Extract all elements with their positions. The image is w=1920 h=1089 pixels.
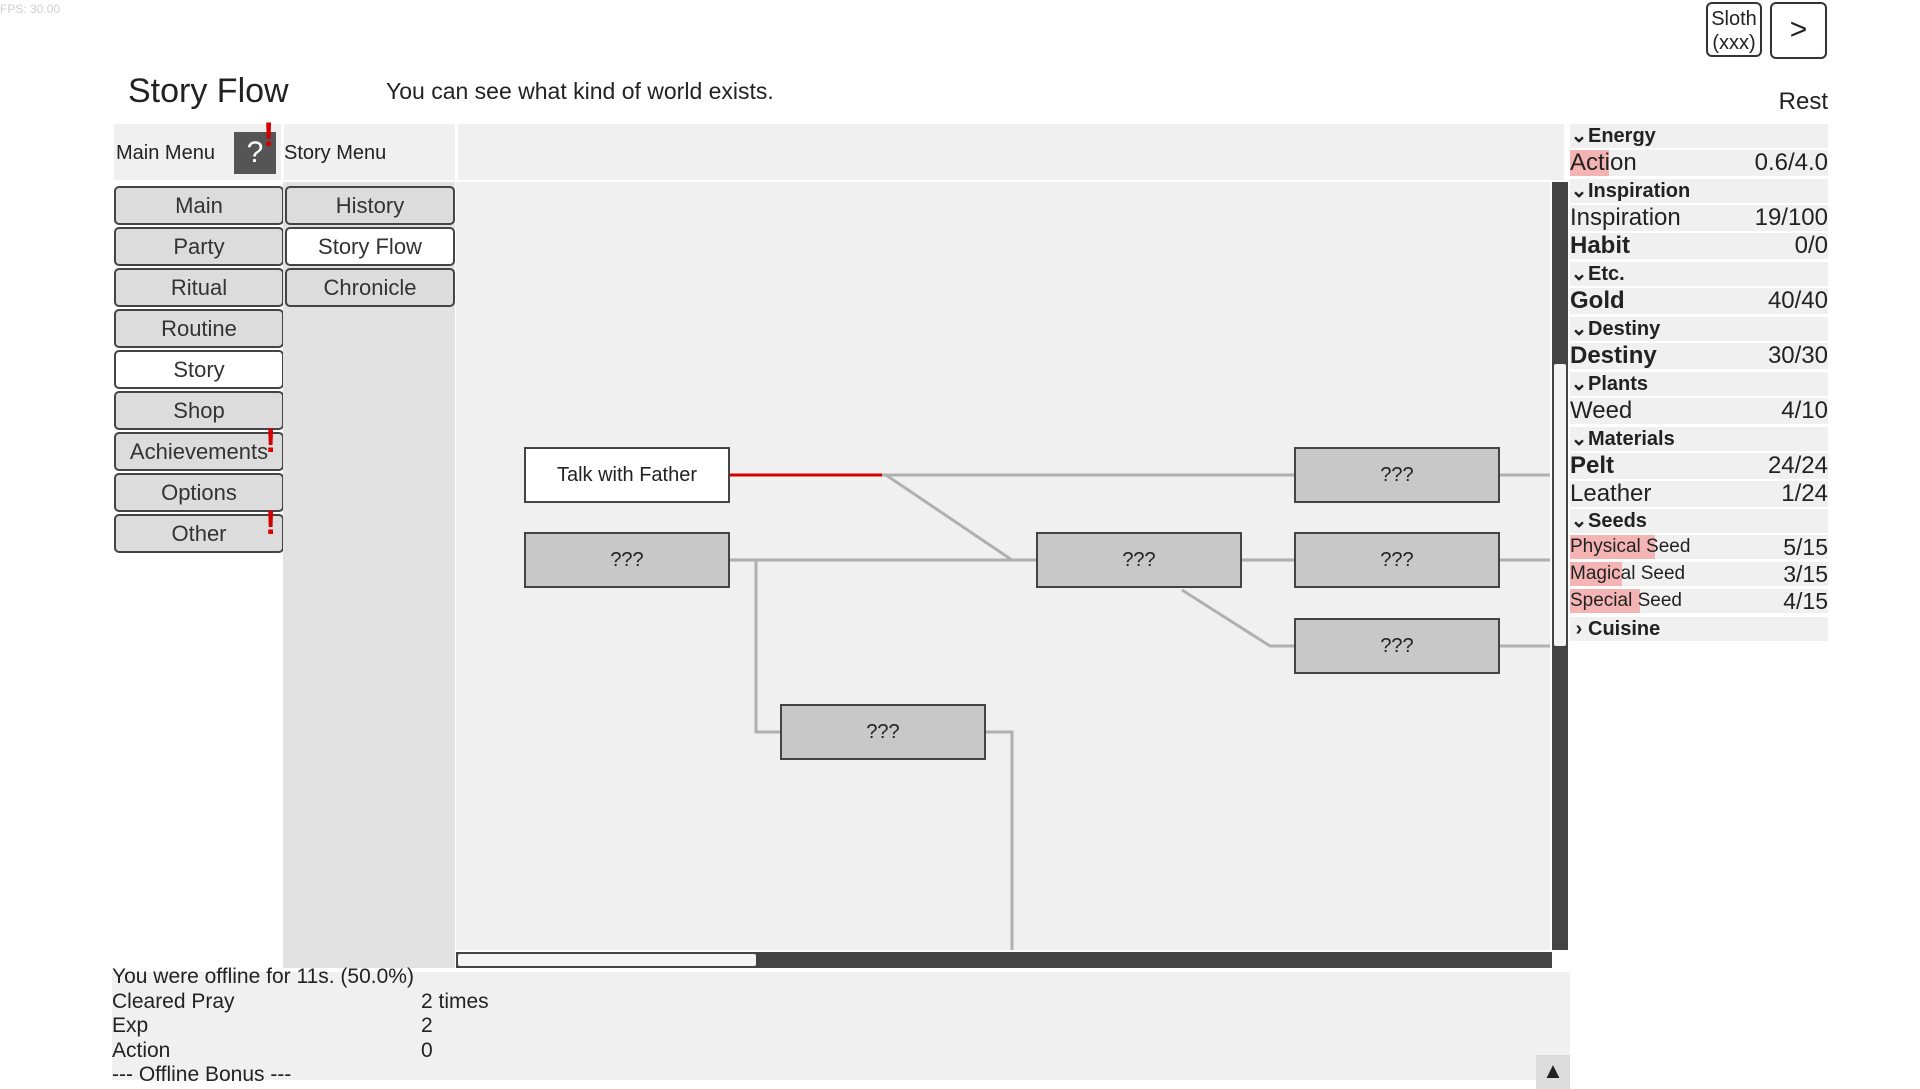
- resource-group-energy[interactable]: ⌄Energy: [1570, 124, 1828, 148]
- resource-group-cuisine[interactable]: ›Cuisine: [1570, 617, 1828, 641]
- resource-group-seeds[interactable]: ⌄Seeds: [1570, 509, 1828, 533]
- chevron-down-icon: ⌄: [1570, 510, 1588, 532]
- flow-node-unknown[interactable]: ???: [1294, 532, 1500, 588]
- flow-node-unknown[interactable]: ???: [524, 532, 730, 588]
- connector-line: [754, 560, 782, 734]
- chevron-right-icon: ›: [1575, 618, 1583, 640]
- log-line-value: 0: [421, 1039, 433, 1062]
- log-line-label: Exp: [112, 1014, 149, 1037]
- resource-group-inspiration[interactable]: ⌄Inspiration: [1570, 179, 1828, 203]
- connector-line: [984, 730, 1014, 950]
- log-line: You were offline for 11s. (50.0%): [112, 965, 414, 988]
- story-flow-graph[interactable]: Talk with Father ??? ??? ??? ??? ??? ???: [456, 182, 1550, 950]
- menu-achievements-button[interactable]: Achievements: [114, 432, 284, 471]
- flow-node-unknown[interactable]: ???: [780, 704, 986, 760]
- help-alert-mark: !: [263, 116, 275, 154]
- chevron-down-icon: ⌄: [1570, 318, 1588, 340]
- flow-node-unknown[interactable]: ???: [1036, 532, 1242, 588]
- menu-options-button[interactable]: Options: [114, 473, 284, 512]
- resource-weed: Weed 4/10: [1570, 397, 1828, 424]
- resource-special-seed: Special Seed 4/15: [1570, 588, 1828, 614]
- sloth-label: Sloth: [1711, 8, 1757, 30]
- flow-node-talk-with-father[interactable]: Talk with Father: [524, 447, 730, 503]
- flow-node-unknown[interactable]: ???: [1294, 447, 1500, 503]
- achievements-alert-mark: !: [265, 422, 277, 460]
- menu-routine-button[interactable]: Routine: [114, 309, 284, 348]
- menu-story-button[interactable]: Story: [114, 350, 284, 389]
- resource-inspiration: Inspiration 19/100: [1570, 204, 1828, 231]
- story-flow-button[interactable]: Story Flow: [285, 227, 455, 266]
- resource-pelt: Pelt 24/24: [1570, 452, 1828, 479]
- flow-node-unknown[interactable]: ???: [1294, 618, 1500, 674]
- resource-action-bar: [1570, 150, 1609, 176]
- chevron-down-icon: ⌄: [1570, 373, 1588, 395]
- next-button[interactable]: >: [1770, 2, 1827, 59]
- sloth-sub-label: (xxx): [1712, 32, 1756, 54]
- flow-connectors: [728, 473, 1550, 950]
- story-menu-label: Story Menu: [284, 142, 387, 164]
- help-button[interactable]: ?: [234, 132, 276, 174]
- resource-leather: Leather 1/24: [1570, 480, 1828, 507]
- log-line: --- Offline Bonus ---: [112, 1063, 292, 1086]
- menu-header-row: [114, 124, 1564, 180]
- menu-ritual-button[interactable]: Ritual: [114, 268, 284, 307]
- graph-horizontal-scroll-thumb[interactable]: [458, 954, 756, 966]
- offline-log-panel: [112, 972, 1570, 1080]
- sloth-button[interactable]: Sloth (xxx): [1706, 2, 1762, 57]
- log-line-value: 2 times: [421, 990, 489, 1013]
- menu-main-button[interactable]: Main: [114, 186, 284, 225]
- connector-line: [1181, 588, 1296, 648]
- resource-magical-seed-bar: [1570, 562, 1622, 586]
- page-title: Story Flow: [128, 72, 289, 110]
- resource-group-destiny[interactable]: ⌄Destiny: [1570, 317, 1828, 341]
- page-description: You can see what kind of world exists.: [386, 78, 774, 104]
- resource-destiny: Destiny 30/30: [1570, 342, 1828, 369]
- chevron-down-icon: ⌄: [1570, 125, 1588, 147]
- resource-special-seed-bar: [1570, 589, 1640, 613]
- log-line-label: Cleared Pray: [112, 990, 235, 1013]
- story-chronicle-button[interactable]: Chronicle: [285, 268, 455, 307]
- resource-group-etc[interactable]: ⌄Etc.: [1570, 262, 1828, 286]
- chevron-down-icon: ⌄: [1570, 263, 1588, 285]
- log-line-value: 2: [421, 1014, 433, 1037]
- rest-button[interactable]: Rest: [1778, 88, 1828, 115]
- resource-habit: Habit 0/0: [1570, 232, 1828, 259]
- fps-counter: FPS: 30.00: [0, 2, 61, 16]
- triangle-up-icon: ▲: [1542, 1058, 1564, 1083]
- menu-other-button[interactable]: Other: [114, 514, 284, 553]
- chevron-down-icon: ⌄: [1570, 180, 1588, 202]
- resource-physical-seed: Physical Seed 5/15: [1570, 534, 1828, 560]
- expand-log-button[interactable]: ▲: [1536, 1055, 1570, 1089]
- story-menu-panel: [283, 182, 455, 968]
- resource-physical-seed-bar: [1570, 535, 1656, 559]
- header-divider: [281, 124, 284, 180]
- header-divider: [455, 124, 458, 180]
- main-menu-label: Main Menu: [116, 142, 215, 164]
- other-alert-mark: !: [265, 504, 277, 542]
- connector-line: [885, 473, 1013, 562]
- resource-group-materials[interactable]: ⌄Materials: [1570, 427, 1828, 451]
- menu-shop-button[interactable]: Shop: [114, 391, 284, 430]
- resource-action: Action 0.6/4.0: [1570, 149, 1828, 176]
- chevron-down-icon: ⌄: [1570, 428, 1588, 450]
- resource-magical-seed: Magical Seed 3/15: [1570, 561, 1828, 587]
- menu-party-button[interactable]: Party: [114, 227, 284, 266]
- resource-group-plants[interactable]: ⌄Plants: [1570, 372, 1828, 396]
- graph-vertical-scroll-thumb[interactable]: [1554, 364, 1566, 646]
- story-history-button[interactable]: History: [285, 186, 455, 225]
- log-line-label: Action: [112, 1039, 171, 1062]
- resource-gold: Gold 40/40: [1570, 287, 1828, 314]
